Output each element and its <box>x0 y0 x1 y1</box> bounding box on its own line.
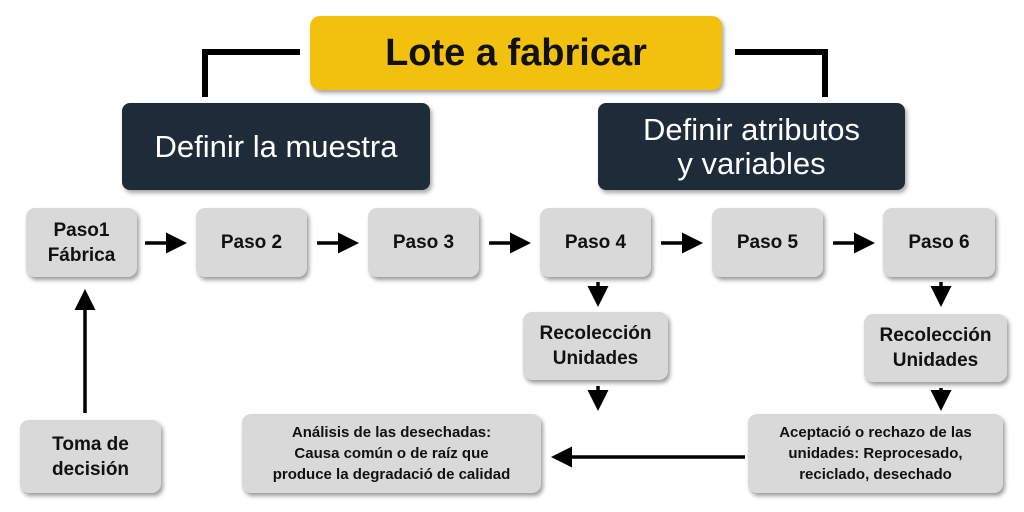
bracket-left <box>202 49 300 97</box>
step-5: Paso 5 <box>712 208 823 277</box>
step-4: Paso 4 <box>540 208 651 277</box>
title-text: Lote a fabricar <box>385 31 647 74</box>
define-attributes-line: y variables <box>677 145 826 181</box>
define-sample-text: Definir la muestra <box>154 128 398 164</box>
acceptance-line: Aceptació o rechazo de las <box>779 424 972 441</box>
collection-line: Recolección <box>879 325 992 346</box>
analysis-line: Causa común o de raíz que <box>294 445 489 462</box>
acceptance-box: Aceptació o rechazo de las unidades: Repr… <box>748 414 1003 493</box>
step-label: Paso 5 <box>736 232 799 253</box>
step-3: Paso 3 <box>368 208 479 277</box>
collection-line: Unidades <box>892 350 979 371</box>
analysis-line: produce la degradació de calidad <box>272 466 511 483</box>
bracket-right <box>735 49 828 97</box>
collection-line: Recolección <box>539 323 652 344</box>
step-label: Paso1 <box>53 219 110 241</box>
step-label: Fábrica <box>47 244 116 266</box>
define-attributes-line: Definir atributos <box>642 111 861 147</box>
step-6: Paso 6 <box>883 208 995 277</box>
collection-line: Unidades <box>552 348 639 369</box>
step-2: Paso 2 <box>196 208 307 277</box>
analysis-box: Análisis de las desechadas: Causa común o… <box>242 414 541 493</box>
decision-line: Toma de <box>52 433 129 455</box>
decision-line: decisión <box>51 458 130 480</box>
title-box: Lote a fabricar <box>310 16 722 90</box>
acceptance-line: unidades: Reprocesado, <box>788 445 963 462</box>
define-sample-box: Definir la muestra <box>122 103 430 190</box>
step-label: Paso 3 <box>392 232 455 253</box>
acceptance-line: reciclado, desechado <box>799 466 952 483</box>
step-label: Paso 2 <box>220 232 283 253</box>
step-label: Paso 4 <box>564 232 627 253</box>
analysis-line: Análisis de las desechadas: <box>291 424 492 441</box>
decision-box: Toma de decisión <box>20 420 161 493</box>
step-label: Paso 6 <box>908 232 970 253</box>
